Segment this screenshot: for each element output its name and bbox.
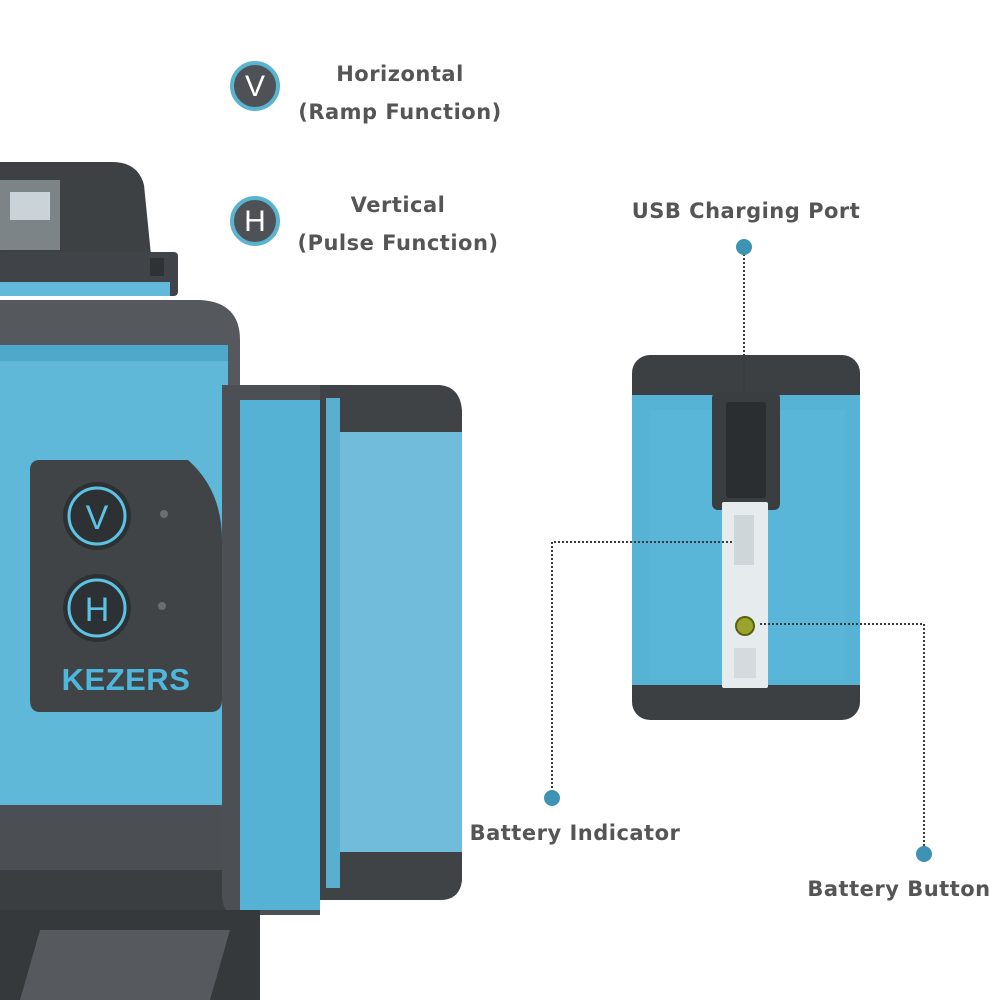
horizontal-subtitle: (Ramp Function) xyxy=(298,100,502,124)
laser-base xyxy=(0,910,260,1000)
h-button-label: H xyxy=(85,591,110,629)
horizontal-v-icon: V xyxy=(230,61,280,111)
battery-pack xyxy=(632,355,860,720)
laser-side-panel xyxy=(222,385,462,915)
control-panel: V H KEZERS xyxy=(30,460,222,712)
button-callout-dot xyxy=(916,846,932,862)
usb-callout-dot xyxy=(736,239,752,255)
v-indicator-led xyxy=(160,510,168,518)
brand-logo: KEZERS xyxy=(62,662,191,697)
vertical-subtitle: (Pulse Function) xyxy=(297,231,499,255)
vertical-label: Vertical (Pulse Function) xyxy=(278,186,518,262)
vertical-h-icon: H xyxy=(230,196,280,246)
indicator-callout-dot xyxy=(544,790,560,806)
vertical-title: Vertical xyxy=(350,193,446,217)
battery-label xyxy=(722,502,768,688)
battery-indicator-label: Battery Indicator xyxy=(469,821,681,845)
battery-button-label: Battery Button xyxy=(807,877,991,901)
usb-port-cover xyxy=(726,402,766,498)
usb-port-label: USB Charging Port xyxy=(631,199,861,223)
battery-button[interactable] xyxy=(735,616,755,636)
callout-lines xyxy=(551,250,925,852)
v-button-label: V xyxy=(86,499,109,537)
horizontal-title: Horizontal xyxy=(336,62,464,86)
h-button[interactable] xyxy=(63,574,131,642)
horizontal-label: Horizontal (Ramp Function) xyxy=(280,55,520,131)
v-button[interactable] xyxy=(63,482,131,550)
battery-indicator-leds xyxy=(734,515,754,565)
h-indicator-led xyxy=(158,602,166,610)
laser-top-housing xyxy=(0,162,178,296)
